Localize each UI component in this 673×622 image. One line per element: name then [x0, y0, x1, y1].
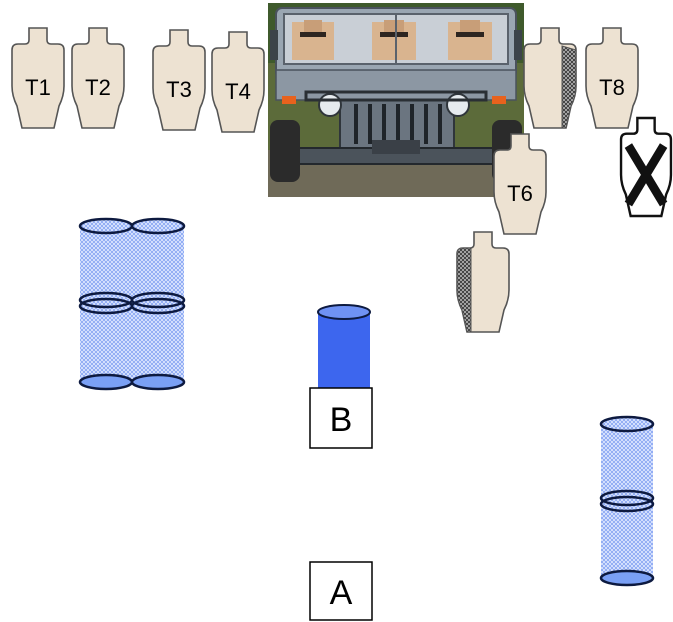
target-t7-partial-cover: [523, 27, 577, 129]
humvee-photo-icon: [268, 3, 524, 197]
no-shoot-x-icon: [619, 116, 673, 218]
target-t4-label: T4: [225, 79, 251, 104]
target-t5-partial-cover: [456, 231, 510, 333]
position-a-label: A: [330, 574, 353, 612]
barrel-stack-right: [599, 415, 655, 587]
target-t3-label: T3: [166, 77, 192, 102]
target-t1-label: T1: [25, 75, 51, 100]
position-b-label: B: [330, 401, 353, 439]
target-t8-label: T8: [599, 75, 625, 100]
position-b: B: [309, 387, 373, 449]
position-a: A: [309, 561, 373, 621]
barrel-solid-b: [317, 304, 371, 388]
barrel-stack-left-2: [130, 217, 186, 391]
target-t2-label: T2: [85, 75, 111, 100]
target-t6-label: T6: [507, 181, 533, 206]
barrel-stack-left: [78, 217, 134, 391]
crew-target-left: [292, 20, 334, 60]
crew-target-right: [448, 20, 492, 60]
crew-target-center: [372, 20, 416, 60]
